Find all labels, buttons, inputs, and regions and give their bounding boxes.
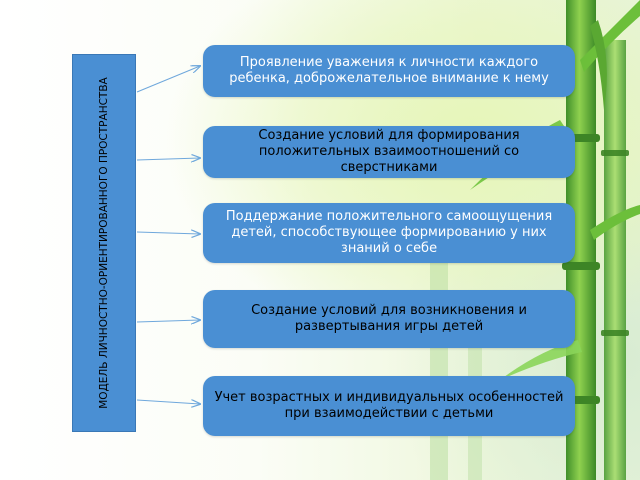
item-text-5: Учет возрастных и индивидуальных особенн… <box>214 390 564 421</box>
item-box-2: Создание условий для формирования положи… <box>203 126 575 178</box>
root-label: МОДЕЛЬ ЛИЧНОСТНО-ОРИЕНТИРОВАННОГО ПРОСТР… <box>98 77 110 409</box>
item-text-4: Создание условий для возникновения и раз… <box>251 303 527 334</box>
item-box-5: Учет возрастных и индивидуальных особенн… <box>203 376 575 436</box>
item-text-3: Поддержание положительного самоощущения … <box>225 209 553 256</box>
root-box: МОДЕЛЬ ЛИЧНОСТНО-ОРИЕНТИРОВАННОГО ПРОСТР… <box>72 54 136 432</box>
item-box-3: Поддержание положительного самоощущения … <box>203 203 575 263</box>
item-text-2: Создание условий для формирования положи… <box>258 128 520 175</box>
item-box-1: Проявление уважения к личности каждого р… <box>203 45 575 97</box>
item-box-4: Создание условий для возникновения и раз… <box>203 290 575 348</box>
item-text-1: Проявление уважения к личности каждого р… <box>229 55 549 86</box>
